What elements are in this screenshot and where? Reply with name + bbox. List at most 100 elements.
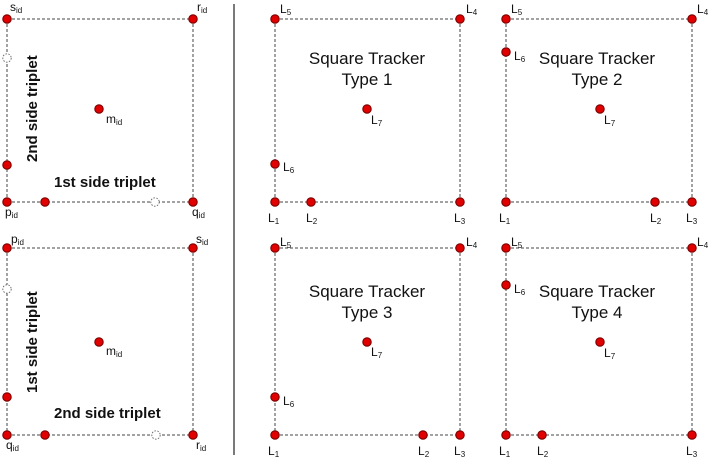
marker-l1 — [501, 197, 511, 207]
label-l2: L2 — [418, 444, 430, 459]
tracker-type-2: L1 L2 L3 L4 L5 L6 L7 Square Tracker Type… — [499, 2, 709, 226]
corner-s-label: sid — [196, 232, 208, 247]
label-l2: L2 — [537, 444, 549, 459]
label-l6: L6 — [514, 49, 526, 64]
tracker-title-line2: Type 2 — [571, 70, 622, 89]
left-top-panel: sid rid pid qid mid 1st side triplet 2nd… — [2, 0, 207, 220]
marker-l2 — [418, 430, 428, 440]
corner-p-dot — [2, 197, 12, 207]
second-side-dot — [40, 430, 50, 440]
second-side-dot — [2, 160, 12, 170]
corner-s-label: sid — [10, 0, 22, 15]
corner-r-dot — [188, 430, 198, 440]
label-l1: L1 — [499, 211, 511, 226]
label-l5: L5 — [280, 235, 292, 250]
corner-r-dot — [188, 14, 198, 24]
middle-label: mid — [106, 112, 122, 127]
corner-p-dot — [2, 243, 12, 253]
label-l4: L4 — [697, 235, 709, 250]
label-l6: L6 — [283, 394, 295, 409]
left-bottom-panel: pid sid qid rid mid 2nd side triplet 1st… — [2, 232, 208, 453]
tracker-title-line2: Type 3 — [341, 303, 392, 322]
label-l6: L6 — [283, 160, 295, 175]
marker-l1 — [270, 430, 280, 440]
marker-l2 — [537, 430, 547, 440]
corner-s-dot — [2, 14, 12, 24]
label-l5: L5 — [511, 2, 523, 17]
middle-label: mid — [106, 344, 122, 359]
marker-l7 — [595, 104, 605, 114]
marker-l4 — [687, 243, 697, 253]
label-l1: L1 — [499, 444, 511, 459]
label-l3: L3 — [454, 444, 466, 459]
middle-dot — [94, 337, 104, 347]
label-l7: L7 — [604, 113, 616, 128]
first-side-dot — [40, 197, 50, 207]
first-side-hollow-dot — [2, 284, 12, 294]
middle-dot — [94, 104, 104, 114]
marker-l1 — [501, 430, 511, 440]
marker-l1 — [270, 197, 280, 207]
marker-l3 — [687, 197, 697, 207]
marker-l3 — [455, 197, 465, 207]
corner-p-label: pid — [11, 232, 24, 247]
corner-q-label: qid — [6, 438, 19, 453]
corner-s-dot — [188, 243, 198, 253]
marker-l3 — [687, 430, 697, 440]
first-side-triplet-label: 1st side triplet — [24, 291, 41, 393]
tracker-type-4: L1 L2 L3 L4 L5 L6 L7 Square Tracker Type… — [499, 235, 709, 459]
label-l7: L7 — [371, 345, 383, 360]
label-l5: L5 — [511, 235, 523, 250]
second-side-hollow-dot — [2, 53, 12, 63]
marker-l5 — [270, 14, 280, 24]
label-l7: L7 — [371, 113, 383, 128]
label-l2: L2 — [650, 211, 662, 226]
label-l3: L3 — [686, 211, 698, 226]
marker-l4 — [455, 14, 465, 24]
first-side-triplet-label: 1st side triplet — [54, 174, 156, 191]
tracker-title-line1: Square Tracker — [539, 282, 656, 301]
tracker-type-3: L1 L2 L3 L4 L5 L6 L7 Square Tracker Type… — [268, 235, 478, 459]
corner-q-label: qid — [192, 205, 205, 220]
marker-l7 — [362, 104, 372, 114]
marker-l5 — [501, 243, 511, 253]
marker-l6 — [270, 392, 280, 402]
label-l4: L4 — [466, 235, 478, 250]
tracker-type-1: L1 L2 L3 L4 L5 L6 L7 Square Tracker Type… — [268, 2, 478, 226]
second-side-triplet-label: 2nd side triplet — [54, 405, 161, 422]
label-l6: L6 — [514, 282, 526, 297]
marker-l5 — [270, 243, 280, 253]
corner-q-dot — [2, 430, 12, 440]
label-l3: L3 — [686, 444, 698, 459]
label-l2: L2 — [306, 211, 318, 226]
label-l4: L4 — [697, 2, 709, 17]
tracker-title-line2: Type 1 — [341, 70, 392, 89]
marker-l4 — [687, 14, 697, 24]
tracker-title-line2: Type 4 — [571, 303, 622, 322]
label-l5: L5 — [280, 2, 292, 17]
marker-l6 — [270, 159, 280, 169]
corner-q-dot — [188, 197, 198, 207]
corner-r-label: rid — [196, 438, 206, 453]
marker-l3 — [455, 430, 465, 440]
marker-l7 — [362, 337, 372, 347]
first-side-dot — [2, 392, 12, 402]
tracker-title-line1: Square Tracker — [309, 282, 426, 301]
marker-l6 — [501, 280, 511, 290]
corner-r-label: rid — [197, 0, 207, 15]
marker-l2 — [650, 197, 660, 207]
marker-l6 — [501, 47, 511, 57]
label-l1: L1 — [268, 211, 280, 226]
second-side-hollow-dot — [151, 430, 161, 440]
corner-p-label: pid — [5, 205, 18, 220]
second-side-triplet-label: 2nd side triplet — [24, 55, 41, 162]
tracker-title-line1: Square Tracker — [539, 49, 656, 68]
marker-l5 — [501, 14, 511, 24]
label-l1: L1 — [268, 444, 280, 459]
label-l4: L4 — [466, 2, 478, 17]
label-l3: L3 — [454, 211, 466, 226]
first-side-hollow-dot — [150, 197, 160, 207]
marker-l2 — [306, 197, 316, 207]
label-l7: L7 — [604, 346, 616, 361]
